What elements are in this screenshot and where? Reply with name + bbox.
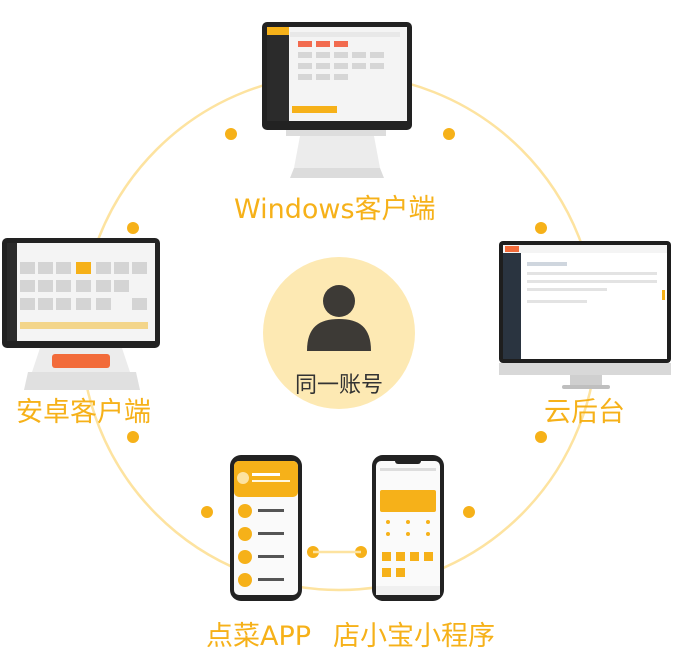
cloud-backend-label: 云后台 (544, 397, 625, 428)
ordering-app-label: 点菜APP (206, 621, 312, 652)
center-account-node: 同一账号 (263, 257, 415, 409)
windows-pos-icon (262, 22, 412, 178)
mini-program-phone-icon (372, 455, 444, 601)
ring-dot (127, 222, 139, 234)
ring-dot (535, 222, 547, 234)
mini-program-label: 店小宝小程序 (333, 621, 495, 652)
ring-dot (225, 128, 237, 140)
android-client-label: 安卓客户端 (16, 397, 151, 428)
ring-dot (201, 506, 213, 518)
user-avatar-icon (307, 285, 371, 351)
cloud-monitor-icon (499, 241, 671, 389)
android-pos-icon (2, 238, 160, 390)
ring-dot (463, 506, 475, 518)
ring-dot (127, 431, 139, 443)
ring-dot (535, 431, 547, 443)
windows-client-label: Windows客户端 (234, 194, 436, 225)
ring-dot (443, 128, 455, 140)
center-account-label: 同一账号 (294, 373, 383, 398)
ordering-app-phone-icon (230, 455, 302, 601)
